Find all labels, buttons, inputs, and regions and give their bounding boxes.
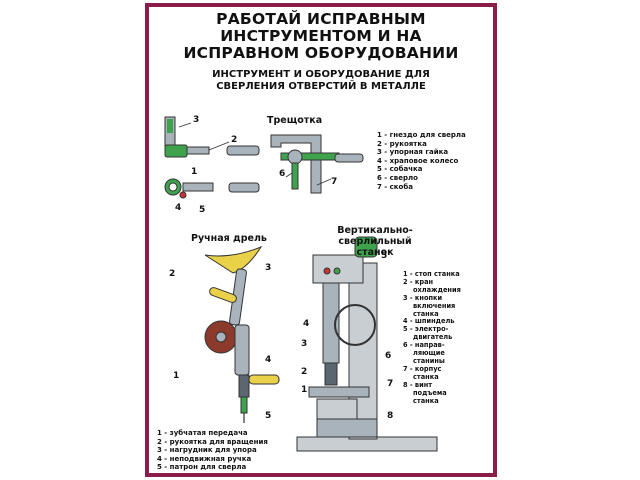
ratchet-callout-5: 5	[199, 205, 206, 215]
hand-drill-legend-item: 1 - зубчатая передача	[157, 429, 248, 437]
drill-press-legend-item: станка	[413, 396, 439, 405]
drill-press-legend-item: станка	[413, 309, 439, 318]
ratchet-callout-4: 4	[175, 203, 182, 213]
drill-press-legend-item: 6 - направ-	[403, 341, 445, 350]
drill-press-illustration	[296, 236, 438, 452]
hand-drill-illustration	[204, 245, 280, 423]
drill-press-callout-8: 8	[387, 411, 394, 421]
drill-press-legend-item: 3 - кнопки	[403, 293, 443, 302]
drill-press-legend-item: включения	[413, 301, 456, 310]
hand-drill-legend: 1 - зубчатая передача 2 - рукоятка для в…	[157, 429, 268, 472]
hand-drill-legend-item: 2 - рукоятка для вращения	[157, 437, 268, 446]
drill-press-title-line-1: Вертикально-сверлильный	[337, 225, 413, 247]
ratchet-legend-item: 6 - сверло	[377, 173, 418, 182]
poster-subtitle: ИНСТРУМЕНТ И ОБОРУДОВАНИЕ ДЛЯ СВЕРЛЕНИЯ …	[149, 69, 493, 92]
illustrations	[164, 116, 438, 452]
safety-poster: РАБОТАЙ ИСПРАВНЫМ ИНСТРУМЕНТОМ И НА ИСПР…	[145, 3, 497, 477]
drill-press-callout-6: 6	[385, 351, 392, 361]
ratchet-callout-1: 1	[191, 167, 198, 177]
poster-title: РАБОТАЙ ИСПРАВНЫМ ИНСТРУМЕНТОМ И НА ИСПР…	[149, 11, 493, 62]
ratchet-callout-7: 7	[331, 177, 338, 187]
hand-drill-legend-item: 5 - патрон для сверла	[157, 463, 247, 472]
drill-press-callout-1: 1	[301, 385, 308, 395]
drill-press-legend-item: ляющие	[413, 349, 445, 358]
drill-press-legend-item: 2 - кран	[403, 277, 434, 286]
ratchet-legend-item: 3 - упорная гайка	[377, 148, 449, 157]
poster-title-line-1: РАБОТАЙ ИСПРАВНЫМ	[216, 10, 426, 28]
drill-press-title: Вертикально-сверлильный станок	[307, 225, 443, 258]
drill-press-legend-item: охлаждения	[413, 285, 461, 294]
hand-drill-callout-2: 2	[169, 269, 176, 279]
drill-press-legend-item: подъема	[413, 388, 447, 397]
drill-press-callout-7: 7	[387, 379, 394, 389]
drill-press-legend-item: 7 - корпус	[403, 364, 442, 373]
drill-press-legend-item: двигатель	[413, 333, 453, 342]
poster-title-line-2: ИНСТРУМЕНТОМ И НА	[220, 27, 422, 45]
drill-press-legend-item: станины	[413, 356, 445, 365]
drill-press-callout-4: 4	[303, 319, 310, 329]
drill-press-legend-item: 5 - электро-	[403, 325, 449, 334]
hand-drill-callout-1: 1	[173, 371, 180, 381]
ratchet-callout-2: 2	[231, 135, 238, 145]
ratchet-title: Трещотка	[267, 115, 323, 126]
hand-drill-legend-item: 3 - нагрудник для упора	[157, 446, 257, 455]
hand-drill-legend-item: 4 - неподвижная ручка	[157, 454, 252, 463]
ratchet-legend-item: 2 - рукоятка	[377, 139, 427, 148]
ratchet-illustration	[164, 116, 260, 199]
ratchet-legend-item: 4 - храповое колесо	[377, 156, 459, 165]
ratchet-bracket-illustration	[270, 134, 364, 194]
drill-press-legend: 1 - стоп станка 2 - кран охлаждения 3 - …	[403, 270, 461, 405]
drill-press-legend-item: 4 - шпиндель	[403, 317, 455, 326]
ratchet-legend-item: 1 - гнездо для сверла	[377, 131, 466, 139]
drill-press-callout-5: 5	[381, 251, 388, 261]
ratchet-legend-item: 7 - скоба	[377, 182, 413, 191]
hand-drill-callout-3: 3	[265, 263, 272, 273]
drill-press-title-line-2: станок	[356, 247, 394, 258]
hand-drill-callout-5: 5	[265, 411, 272, 421]
hand-drill-title: Ручная дрель	[191, 233, 267, 244]
ratchet-legend-item: 5 - собачка	[377, 165, 423, 174]
drill-press-legend-item: 8 - винт	[403, 380, 433, 389]
drill-press-callout-2: 2	[301, 367, 308, 377]
drill-press-callout-3: 3	[301, 339, 308, 349]
poster-subtitle-line-1: ИНСТРУМЕНТ И ОБОРУДОВАНИЕ ДЛЯ	[212, 69, 430, 80]
ratchet-callout-3: 3	[193, 115, 200, 125]
drill-press-legend-item: 1 - стоп станка	[403, 270, 460, 278]
poster-subtitle-line-2: СВЕРЛЕНИЯ ОТВЕРСТИЙ В МЕТАЛЛЕ	[216, 80, 426, 92]
ratchet-callout-6: 6	[279, 169, 286, 179]
ratchet-legend: 1 - гнездо для сверла 2 - рукоятка 3 - у…	[377, 131, 466, 191]
hand-drill-callout-4: 4	[265, 355, 272, 365]
drill-press-legend-item: станка	[413, 372, 439, 381]
poster-title-line-3: ИСПРАВНОМ ОБОРУДОВАНИИ	[183, 44, 459, 62]
